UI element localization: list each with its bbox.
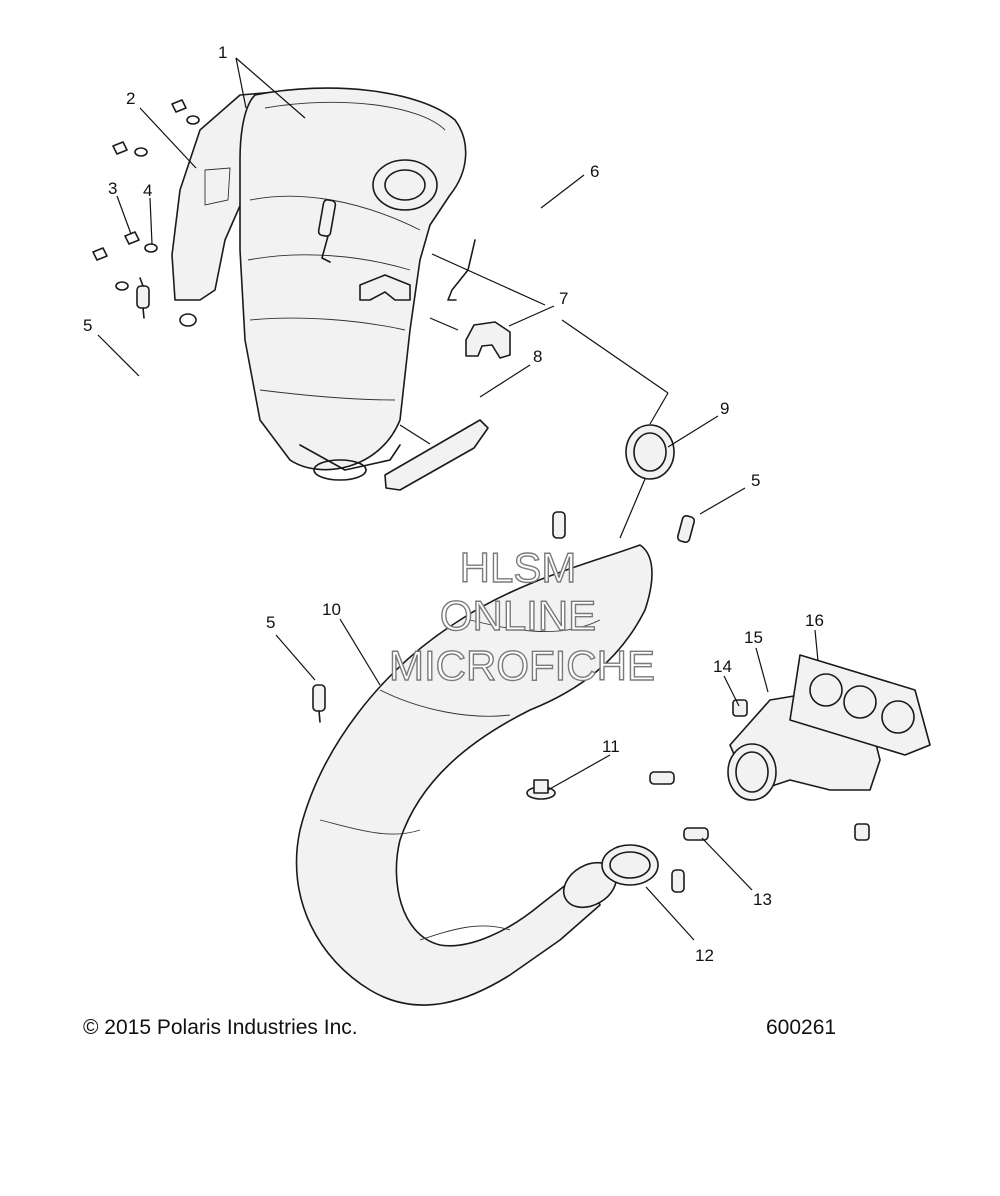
- callout-9: 9: [720, 399, 729, 418]
- callout-13: 13: [753, 890, 772, 909]
- callout-3: 3: [108, 179, 117, 198]
- callout-6: 6: [590, 162, 599, 181]
- callout-5: 5: [83, 316, 92, 335]
- watermark: HLSM ONLINE MICROFICHE: [388, 543, 655, 689]
- callout-5-left: 5: [266, 613, 275, 632]
- callout-labels: 1 2 3 4 5 6 7 8 9 5 5 10 11 12 13 14 15 …: [83, 43, 824, 965]
- figure-number: 600261: [766, 1016, 837, 1039]
- watermark-line-2: ONLINE: [440, 592, 596, 639]
- callout-16: 16: [805, 611, 824, 630]
- callout-15: 15: [744, 628, 763, 647]
- watermark-line-1: HLSM: [460, 544, 577, 591]
- spring-pair: [649, 771, 709, 893]
- callout-10: 10: [322, 600, 341, 619]
- grommet: [465, 321, 511, 359]
- callout-4: 4: [143, 181, 152, 200]
- spring-set: [136, 199, 696, 723]
- callout-2: 2: [126, 89, 135, 108]
- callout-7: 7: [559, 289, 568, 308]
- watermark-line-3: MICROFICHE: [389, 642, 655, 689]
- copyright-notice: © 2015 Polaris Industries Inc.: [83, 1016, 358, 1039]
- callout-11: 11: [602, 737, 620, 756]
- callout-12: 12: [695, 946, 714, 965]
- callout-1: 1: [218, 43, 227, 62]
- callout-5-right: 5: [751, 471, 760, 490]
- muffler-assembly: [171, 87, 467, 481]
- expansion-chamber: [295, 544, 653, 1006]
- sensor-fitting: [526, 779, 556, 800]
- callout-8: 8: [533, 347, 542, 366]
- manifold-gasket: [789, 654, 931, 756]
- callout-14: 14: [713, 657, 732, 676]
- leader-lines: [97, 57, 819, 941]
- bolt-washer-set: [92, 99, 200, 291]
- clamp-ring: [601, 844, 659, 886]
- bracket: [384, 419, 489, 491]
- seal-ring: [625, 424, 675, 480]
